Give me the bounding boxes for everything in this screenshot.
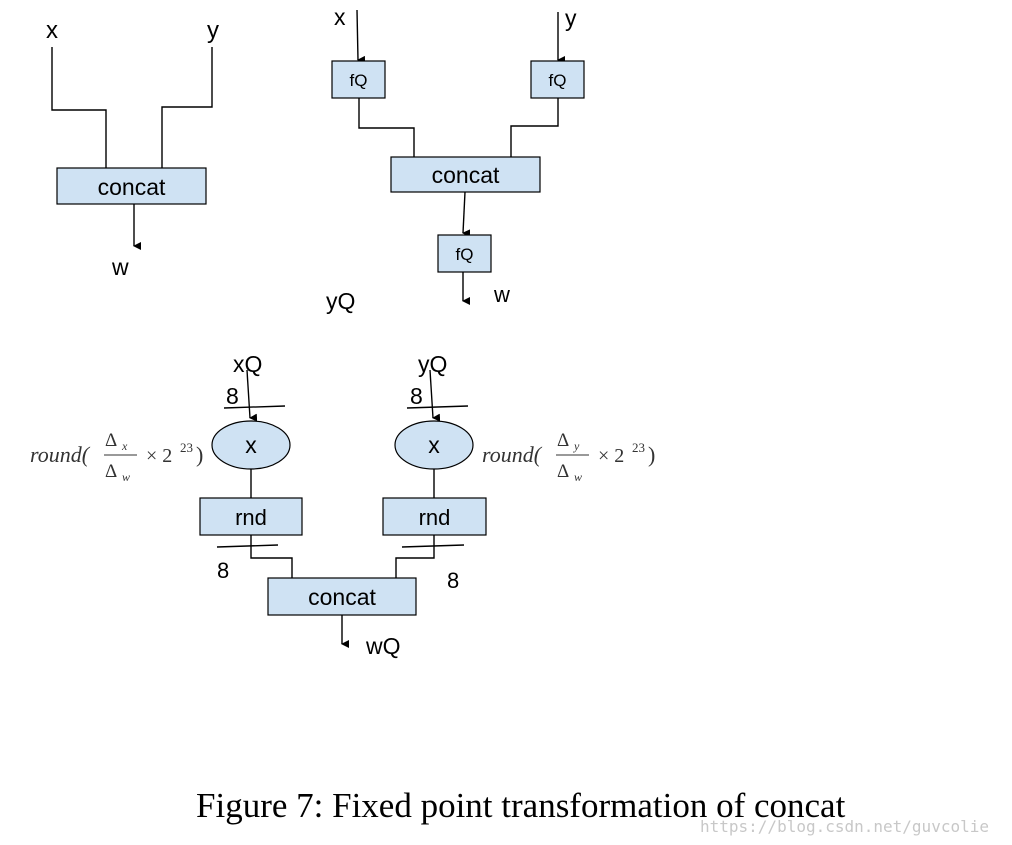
c-scale-x-formula: round( Δ x Δ w × 2 23 ) [30, 430, 203, 484]
a-concat-label: concat [98, 174, 166, 200]
c-rnd-y-label: rnd [419, 505, 451, 530]
c-scale-x-times: × 2 [146, 445, 172, 467]
diagram-b: x y fQ fQ concat fQ w yQ [326, 4, 585, 314]
diagram-c: xQ 8 x round( Δ x Δ w × 2 23 ) rnd 8 yQ … [30, 351, 655, 659]
c-mul-x-label: x [245, 432, 257, 458]
c-scale-x-suffix: ) [196, 442, 203, 467]
b-input-y-label: y [565, 5, 577, 31]
c-scale-x-den: Δ [105, 461, 117, 482]
c-x-arrow [246, 369, 258, 422]
b-output-q-label: yQ [326, 288, 355, 314]
c-rnd-y-box [382, 497, 487, 536]
c-scale-x-prefix: round( [30, 442, 91, 467]
watermark: https://blog.csdn.net/guvcolie [700, 817, 989, 836]
c-bits-in-y-tick [406, 405, 469, 409]
a-concat-box [56, 167, 207, 205]
c-bits-out-y-label: 8 [447, 568, 459, 593]
c-scale-y-suffix: ) [648, 442, 655, 467]
c-wire-x [250, 535, 293, 578]
c-bits-in-x-label: 8 [226, 383, 239, 409]
b-fq-x-label: fQ [350, 71, 368, 90]
c-scale-y-num: Δ [557, 430, 569, 451]
figure-caption: Figure 7: Fixed point transformation of … [196, 786, 846, 825]
b-fq-y-label: fQ [549, 71, 567, 90]
c-input-y-label: yQ [418, 351, 447, 377]
c-bits-in-x-tick [223, 405, 286, 409]
b-x-arrow [356, 9, 366, 64]
a-input-y-label: y [207, 17, 219, 44]
c-scale-x-exp: 23 [180, 440, 193, 455]
b-concat-arrow [462, 191, 471, 238]
c-mul-y-label: x [428, 432, 440, 458]
c-output-label: wQ [365, 633, 401, 659]
c-scale-y-den: Δ [557, 461, 569, 482]
b-fq-x-box [331, 60, 386, 99]
c-bits-out-x-label: 8 [217, 558, 229, 583]
b-fq-out-label: fQ [456, 245, 474, 264]
b-fq-out-box [437, 234, 492, 273]
b-wire-x [358, 98, 415, 157]
c-scale-y-formula: round( Δ y Δ w × 2 23 ) [482, 430, 655, 484]
c-scale-y-den-sub: w [574, 470, 582, 484]
c-concat-box [267, 577, 417, 616]
c-scale-x-den-sub: w [122, 470, 130, 484]
c-bits-out-x-tick [216, 544, 279, 548]
c-y-arrow [429, 369, 441, 422]
c-scale-x-num: Δ [105, 430, 117, 451]
b-input-x-label: x [334, 4, 346, 30]
c-bits-out-y-tick [401, 544, 465, 548]
b-wire-y [510, 98, 559, 157]
c-scale-y-exp: 23 [632, 440, 645, 455]
c-scale-y-num-sub: y [573, 439, 580, 453]
b-output-label: w [493, 282, 510, 307]
c-scale-y-prefix: round( [482, 442, 543, 467]
b-concat-label: concat [432, 162, 500, 188]
c-scale-x-num-sub: x [121, 439, 128, 453]
a-wire-x [51, 47, 107, 168]
c-scale-y-times: × 2 [598, 445, 624, 467]
a-input-x-label: x [46, 17, 58, 44]
diagram-a: x y concat w [46, 17, 219, 280]
c-rnd-x-label: rnd [235, 505, 267, 530]
a-output-label: w [111, 254, 129, 280]
c-bits-in-y-label: 8 [410, 383, 423, 409]
a-wire-y [161, 47, 213, 168]
b-concat-box [390, 156, 541, 193]
c-concat-label: concat [308, 584, 376, 610]
b-fq-y-box [530, 60, 585, 99]
c-wire-y [395, 535, 435, 578]
